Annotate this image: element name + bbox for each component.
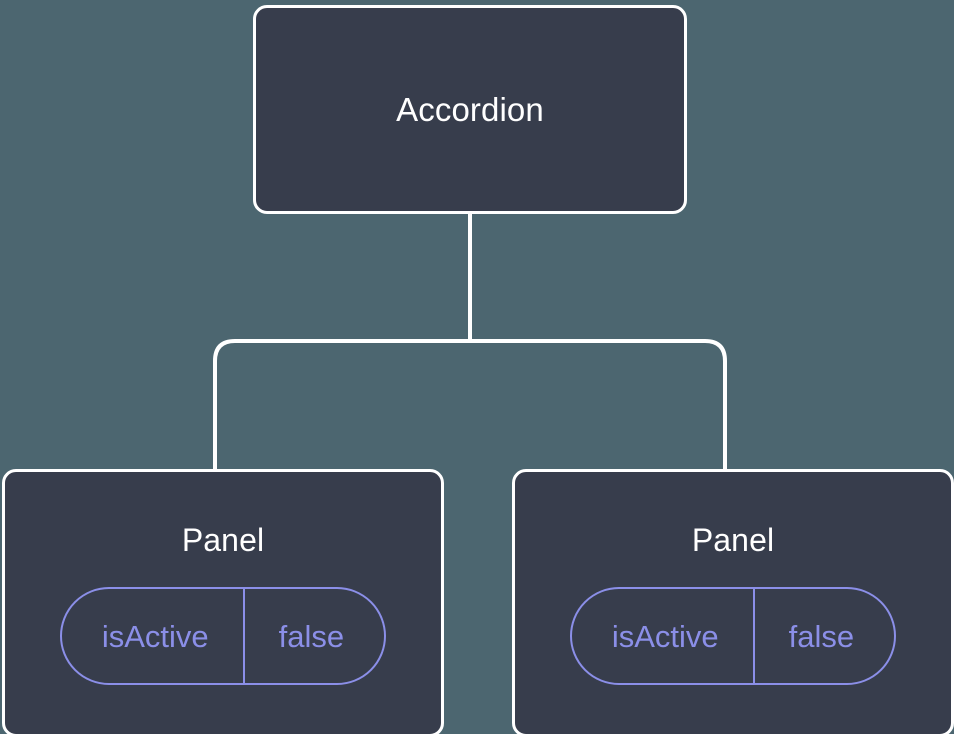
node-panel-0[interactable]: Panel isActive false: [2, 469, 444, 734]
node-accordion[interactable]: Accordion: [253, 5, 687, 214]
prop-key-0: isActive: [62, 589, 245, 683]
prop-pill-1[interactable]: isActive false: [569, 587, 897, 685]
connector-to-panel-0: [213, 339, 470, 470]
prop-value-0: false: [278, 618, 345, 654]
prop-key-1: isActive: [572, 589, 755, 683]
prop-value-1: false: [788, 618, 855, 654]
node-accordion-label: Accordion: [396, 91, 544, 128]
prop-pill-0[interactable]: isActive false: [59, 587, 387, 685]
node-panel-0-label: Panel: [181, 522, 265, 558]
node-panel-1[interactable]: Panel isActive false: [512, 469, 954, 734]
connector-to-panel-1: [470, 339, 727, 470]
node-panel-1-label: Panel: [691, 522, 775, 558]
